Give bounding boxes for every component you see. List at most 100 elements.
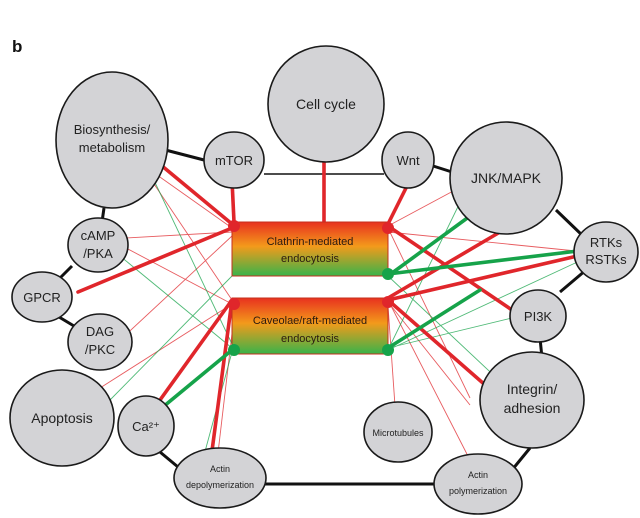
node-rtks-label-2: RSTKs (585, 252, 627, 267)
node-ca-shape (117, 395, 175, 457)
edge-thin-red (387, 227, 471, 399)
node-actin-poly-label-1: Actin (468, 470, 488, 480)
edge-thin-red (387, 301, 471, 406)
node-gpcr-label: GPCR (23, 290, 61, 305)
edge-thin-green (149, 171, 233, 345)
endpoint-dot (228, 298, 240, 310)
node-gpcr: GPCR (11, 271, 73, 323)
edge-thick-green (386, 248, 588, 276)
ring-edge-jnk-rtks (554, 208, 585, 238)
node-jnk-label: JNK/MAPK (471, 170, 542, 186)
edge-thin-red (387, 299, 471, 461)
thin-activating-edges (99, 169, 587, 471)
node-microtubules-shape (363, 401, 433, 463)
thick-inhibiting-edges (150, 214, 588, 418)
edge-thick-red (158, 298, 234, 402)
edge-thin-green (387, 181, 471, 351)
node-wnt: Wnt (381, 131, 435, 189)
node-actin-polymerization: Actin polymerization (433, 453, 523, 515)
node-camp-shape (67, 217, 129, 273)
clathrin-box-line-1: Clathrin-mediated (267, 236, 354, 248)
endpoint-dot (382, 268, 394, 280)
edge-thin-green (387, 257, 587, 351)
node-camp-label-2: /PKA (83, 246, 113, 261)
node-integrin-label-1: Integrin/ (507, 381, 558, 397)
node-pi3k: PI3K (509, 289, 567, 343)
caveolae-box-line-2: endocytosis (281, 333, 340, 345)
edge-thick-red (208, 298, 234, 468)
node-pi3k-label: PI3K (524, 309, 553, 324)
node-rtks-label-1: RTKs (590, 235, 623, 250)
node-wnt-label: Wnt (396, 153, 420, 168)
node-microtubules-label: Microtubules (372, 428, 424, 438)
node-rtks-shape (573, 221, 639, 283)
edge-thick-red (76, 226, 234, 294)
node-cellcycle-label: Cell cycle (296, 96, 356, 112)
node-wnt-shape (381, 131, 435, 189)
clathrin-box-fill (231, 221, 389, 277)
edge-thick-red (386, 186, 408, 226)
node-camp-label-1: cAMP (81, 228, 116, 243)
node-biosynthesis-label-1: Biosynthesis/ (74, 122, 151, 137)
node-mtor-label: mTOR (215, 153, 253, 168)
endpoint-dot (382, 344, 394, 356)
ring-edge-actin-poly-integrin (510, 447, 532, 471)
node-gpcr-shape (11, 271, 73, 323)
endpoint-dots (228, 220, 394, 356)
node-biosynthesis-shape (55, 71, 169, 209)
node-dag-label-2: /PKC (85, 342, 115, 357)
node-dag-shape (67, 313, 133, 371)
node-microtubules: Microtubules (363, 401, 433, 463)
node-actin-poly-label-2: polymerization (449, 486, 507, 496)
node-integrin: Integrin/ adhesion (479, 351, 585, 449)
endpoint-dot (228, 344, 240, 356)
edge-thin-red (149, 169, 233, 229)
node-apoptosis: Apoptosis (9, 369, 115, 467)
node-dag: DAG /PKC (67, 313, 133, 371)
node-integrin-label-2: adhesion (504, 400, 561, 416)
node-actin-depoly-label-2: depolymerization (186, 480, 254, 490)
edge-thin-red (387, 305, 397, 421)
node-integrin-shape (479, 351, 585, 449)
caveolae-box-line-1: Caveolae/raft-mediated (253, 315, 367, 327)
node-actin-poly-shape (433, 453, 523, 515)
edge-thin-red (387, 231, 587, 253)
edge-thin-red (125, 231, 233, 239)
caveolae-box-fill (231, 297, 389, 355)
ring-edge-rtks-pi3k (559, 268, 587, 294)
clathrin-box: Clathrin-mediated endocytosis (231, 221, 389, 277)
edge-thin-red (149, 177, 233, 301)
node-pi3k-shape (509, 289, 567, 343)
node-mtor-shape (203, 131, 265, 189)
node-jnk-shape (449, 121, 563, 235)
node-jnk: JNK/MAPK (449, 121, 563, 235)
node-dag-label-1: DAG (86, 324, 114, 339)
node-mtor: mTOR (203, 131, 265, 189)
caveolae-box: Caveolae/raft-mediated endocytosis (231, 297, 389, 355)
edge-thick-red (386, 230, 502, 300)
edge-thin-green (387, 315, 521, 349)
node-apoptosis-label: Apoptosis (31, 410, 92, 426)
endpoint-dot (228, 220, 240, 232)
edge-thick-green (386, 214, 472, 278)
panel-label: b (12, 37, 22, 56)
edge-thin-red (125, 247, 233, 305)
node-biosynthesis-label-2: metabolism (79, 140, 145, 155)
node-actin-depoly-label-1: Actin (210, 464, 230, 474)
node-actin-depolymerization: Actin depolymerization (173, 447, 267, 509)
node-rtks: RTKs RSTKs (573, 221, 639, 283)
clathrin-box-line-2: endocytosis (281, 253, 340, 265)
node-ca: Ca²⁺ (117, 395, 175, 457)
edge-thin-green (109, 275, 233, 401)
node-actin-depoly-shape (173, 447, 267, 509)
edge-thick-red (386, 298, 486, 386)
endpoint-dot (382, 222, 394, 234)
endpoint-dot (382, 296, 394, 308)
edge-thin-red (117, 235, 233, 343)
node-camp: cAMP /PKA (67, 217, 129, 273)
node-biosynthesis: Biosynthesis/ metabolism (55, 71, 169, 209)
edge-thin-red (99, 303, 233, 389)
node-cellcycle: Cell cycle (267, 45, 385, 163)
node-cellcycle-shape (267, 45, 385, 163)
